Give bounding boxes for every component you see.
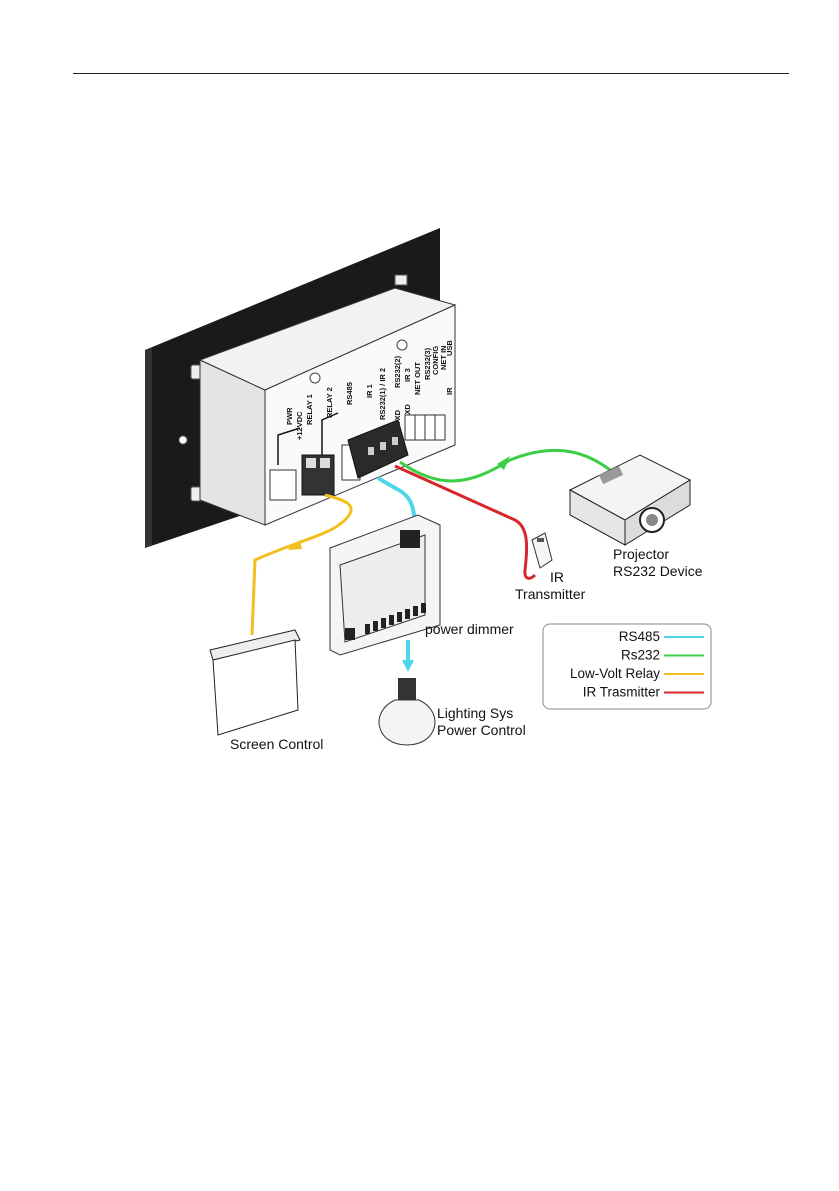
legend-label: Low-Volt Relay bbox=[570, 666, 660, 681]
label-rs485: RS485 bbox=[345, 382, 354, 405]
label-ir1: IR 1 bbox=[365, 384, 374, 398]
projector-icon bbox=[570, 455, 690, 545]
projector-label-line1: Projector bbox=[613, 546, 669, 562]
power-dimmer-label: power dimmer bbox=[425, 621, 514, 637]
label-vdc: +12VDC bbox=[295, 411, 304, 440]
label-rs232-ir2: RS232(1) / IR 2 bbox=[378, 368, 387, 420]
label-relay2: RELAY 2 bbox=[325, 387, 334, 418]
label-rs232-2: RS232(2) bbox=[393, 355, 402, 388]
screen-icon bbox=[210, 630, 300, 735]
label-usb: USB bbox=[445, 340, 454, 356]
lighting-label-line2: Power Control bbox=[437, 722, 526, 738]
legend-label: IR Trasmitter bbox=[583, 685, 661, 700]
projector-label-line2: RS232 Device bbox=[613, 563, 703, 579]
lighting-label-line1: Lighting Sys bbox=[437, 705, 513, 721]
ir-label-line2: Transmitter bbox=[515, 586, 586, 602]
legend-label: Rs232 bbox=[621, 648, 660, 663]
label-net-out: NET OUT bbox=[413, 362, 422, 395]
power-dimmer-icon bbox=[330, 515, 440, 655]
label-ir: IR bbox=[445, 387, 454, 395]
label-relay1: RELAY 1 bbox=[305, 394, 314, 425]
ir-label-line1: IR bbox=[550, 569, 564, 585]
screen-control-label: Screen Control bbox=[230, 736, 323, 752]
label-pwr: PWR bbox=[285, 407, 294, 425]
legend-label: RS485 bbox=[619, 629, 660, 644]
ir-transmitter-icon bbox=[532, 533, 552, 568]
label-ir3: IR 3 bbox=[403, 368, 412, 382]
light-bulb-icon bbox=[379, 678, 435, 745]
